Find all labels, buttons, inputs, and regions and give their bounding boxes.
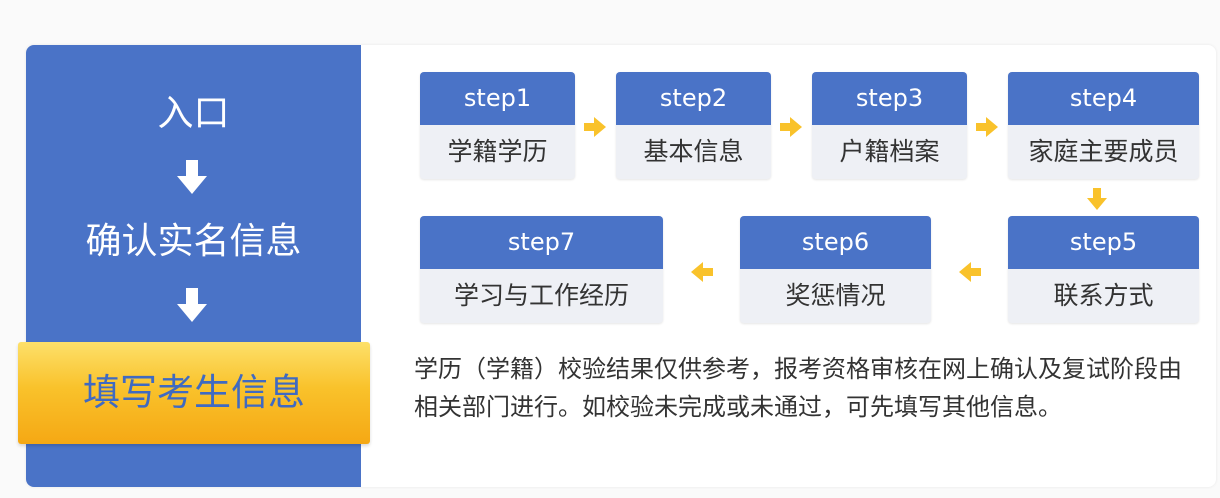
- down-arrow-icon: [1087, 188, 1107, 210]
- step-tag: step1: [420, 72, 575, 125]
- fill-info-highlight: [18, 342, 370, 444]
- step-tag: step7: [420, 216, 663, 269]
- step-label: 家庭主要成员: [1028, 137, 1179, 166]
- step-tag: step4: [1008, 72, 1199, 125]
- step-label: 奖惩情况: [785, 281, 886, 310]
- step-card-7: step7 学习与工作经历: [420, 216, 663, 323]
- step-label: 学籍学历: [447, 137, 548, 166]
- fill-info-label: 填写考生信息: [83, 371, 305, 414]
- step-label: 基本信息: [643, 137, 744, 166]
- step-label: 学习与工作经历: [453, 281, 629, 310]
- step-tag: step5: [1008, 216, 1199, 269]
- left-arrow-icon: [959, 262, 981, 282]
- step-card-4: step4 家庭主要成员: [1008, 72, 1199, 179]
- down-arrow-icon: [177, 288, 207, 322]
- down-arrow-icon: [177, 160, 207, 194]
- step-card-2: step2 基本信息: [616, 72, 771, 179]
- verification-note: 学历（学籍）校验结果仅供参考，报考资格审核在网上确认及复试阶段由相关部门进行。如…: [414, 355, 1182, 421]
- step-label: 户籍档案: [839, 137, 940, 166]
- step-tag: step6: [740, 216, 931, 269]
- left-arrow-icon: [691, 262, 713, 282]
- step-card-3: step3 户籍档案: [812, 72, 967, 179]
- verify-identity-label: 确认实名信息: [85, 221, 302, 262]
- right-arrow-icon: [780, 117, 802, 137]
- step-card-5: step5 联系方式: [1008, 216, 1199, 323]
- step-card-6: step6 奖惩情况: [740, 216, 931, 323]
- entry-label: 入口: [157, 93, 230, 134]
- step-tag: step3: [812, 72, 967, 125]
- step-tag: step2: [616, 72, 771, 125]
- step-label: 联系方式: [1053, 281, 1154, 310]
- right-arrow-icon: [976, 117, 998, 137]
- right-arrow-icon: [584, 117, 606, 137]
- step-card-1: step1 学籍学历: [420, 72, 575, 179]
